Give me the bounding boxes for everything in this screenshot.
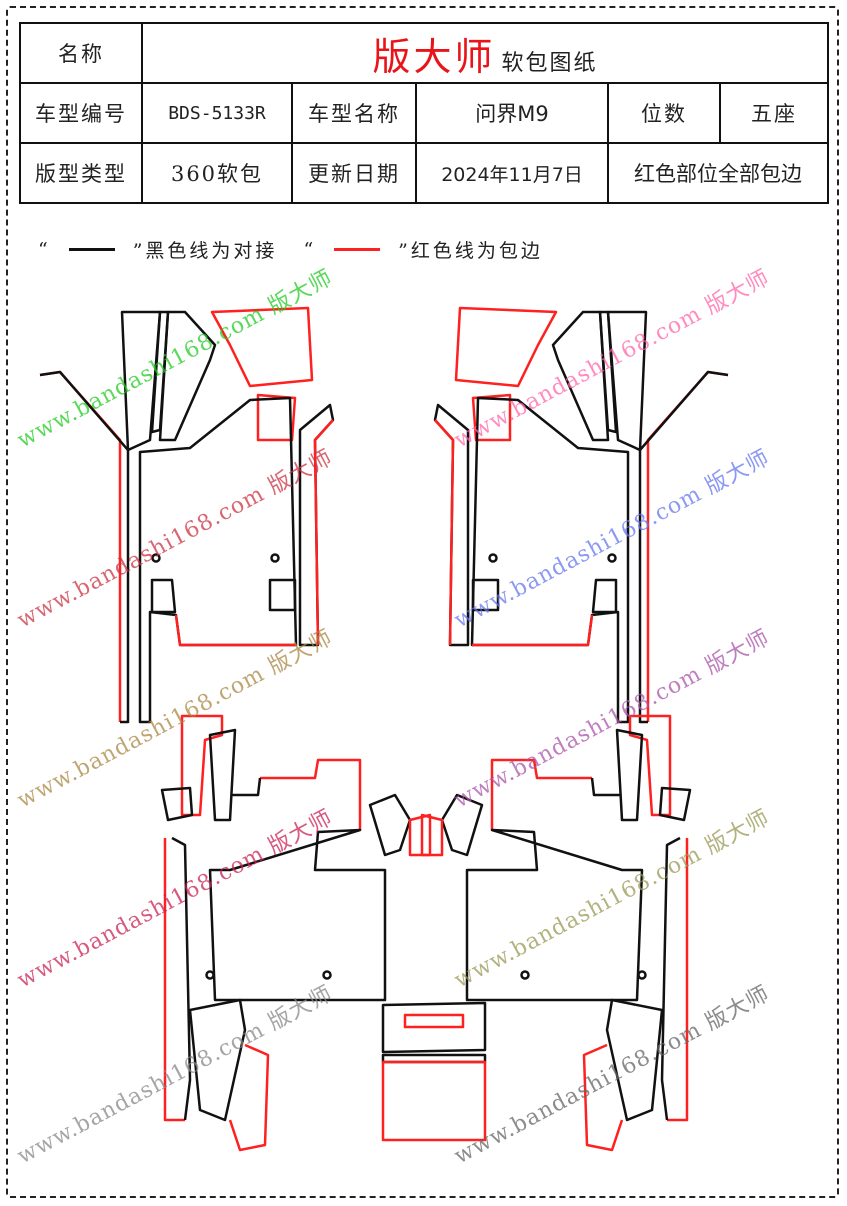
rear-left-hole bbox=[322, 970, 332, 980]
center-tunnel-mat bbox=[381, 1001, 487, 1054]
date-value: 2024年11月7日 bbox=[415, 142, 609, 204]
rear-left-side-strip-black bbox=[171, 836, 192, 1121]
rear-left-console-piece bbox=[368, 793, 412, 857]
legend-black-line bbox=[68, 248, 115, 251]
rear-left-side-strip bbox=[163, 838, 185, 1122]
name-label: 名称 bbox=[19, 22, 143, 84]
front-left-top-pad bbox=[210, 306, 314, 388]
rear-left-mid-pad-black bbox=[208, 777, 387, 1002]
front-left-mat-set bbox=[39, 306, 335, 724]
type-label: 版型类型 bbox=[19, 142, 143, 204]
page-border bbox=[6, 6, 839, 1198]
rear-center-mats bbox=[381, 1001, 487, 1142]
legend-quote: “ bbox=[303, 238, 317, 261]
legend: “ ”黑色线为对接 “ ”红色线为包边 bbox=[38, 236, 543, 263]
legend-quote: “ bbox=[38, 238, 51, 261]
seats-label: 位数 bbox=[607, 82, 721, 144]
model-code-label: 车型编号 bbox=[19, 82, 143, 144]
front-left-main-mat-edge bbox=[174, 614, 296, 647]
front-left-top-piece bbox=[158, 310, 217, 442]
date-label: 更新日期 bbox=[291, 142, 417, 204]
center-slot-red bbox=[403, 1013, 465, 1029]
rear-left-top-piece bbox=[180, 714, 224, 817]
rear-left-hole bbox=[205, 970, 215, 980]
note: 红色部位全部包边 bbox=[607, 142, 829, 204]
model-code: BDS-5133R bbox=[141, 82, 293, 144]
front-left-pedal-cutout bbox=[150, 578, 297, 614]
rear-left-mat-set bbox=[160, 714, 432, 1152]
brand-title: 版大师 bbox=[372, 34, 496, 79]
front-left-pillar bbox=[120, 310, 162, 452]
rear-left-wheel-arch bbox=[188, 998, 247, 1122]
legend-black-text: ”黑色线为对接 bbox=[132, 240, 278, 262]
model-name: 问界M9 bbox=[415, 82, 609, 144]
model-name-label: 车型名称 bbox=[291, 82, 417, 144]
front-left-right-strip-red bbox=[313, 419, 334, 646]
legend-red-line bbox=[334, 248, 381, 251]
rear-left-mid-pad bbox=[260, 758, 362, 830]
front-left-hole bbox=[270, 553, 280, 563]
rear-left-wheel-arch-red bbox=[228, 1043, 270, 1152]
front-left-hole bbox=[151, 553, 161, 563]
title-cell: 版大师软包图纸 bbox=[141, 22, 829, 84]
seats-value: 五座 bbox=[719, 82, 829, 144]
rear-left-bracket bbox=[160, 728, 237, 822]
legend-red-text: ”红色线为包边 bbox=[398, 240, 543, 262]
center-rear-mat bbox=[381, 1060, 487, 1142]
type-value: 360软包 bbox=[141, 142, 293, 204]
rear-left-console-red bbox=[408, 813, 432, 857]
doc-title: 软包图纸 bbox=[501, 50, 598, 76]
info-table: 名称 版大师软包图纸 车型编号 BDS-5133R 车型名称 问界M9 位数 五… bbox=[19, 22, 829, 204]
